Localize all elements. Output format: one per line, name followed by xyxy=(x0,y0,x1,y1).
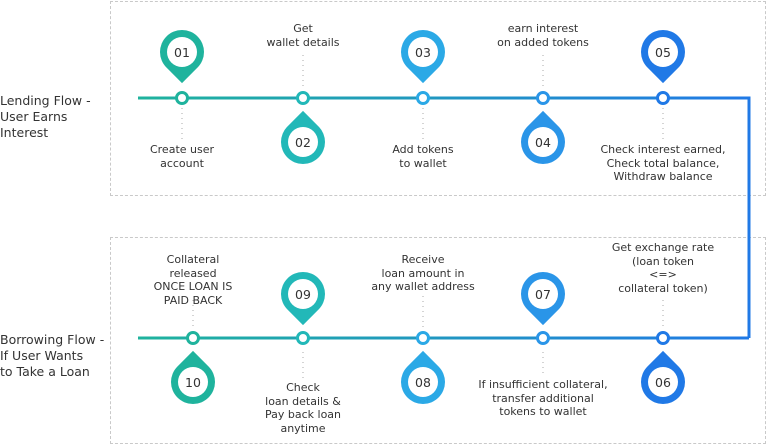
step-10-badge: 10 xyxy=(161,350,225,414)
step-01-badge: 01 xyxy=(150,20,214,84)
step-03-node xyxy=(416,91,430,105)
step-10-node xyxy=(186,331,200,345)
step-04-text: earn interest on added tokens xyxy=(497,22,589,49)
step-09-text: Check loan details & Pay back loan anyti… xyxy=(264,381,342,435)
step-08-badge: 08 xyxy=(391,350,455,414)
step-06-text: Get exchange rate (loan token <=> collat… xyxy=(611,241,715,295)
step-02-badge: 02 xyxy=(271,110,335,174)
step-08-number: 08 xyxy=(408,367,438,397)
step-06-node xyxy=(656,331,670,345)
step-06-badge: 06 xyxy=(631,350,695,414)
step-08-text: Receive loan amount in any wallet addres… xyxy=(371,253,475,293)
step-05-text: Check interest earned, Check total balan… xyxy=(600,143,726,183)
step-01-text: Create user account xyxy=(149,143,215,170)
borrowing-flow-label: Borrowing Flow - If User Wants to Take a… xyxy=(0,332,105,379)
step-07-badge: 07 xyxy=(511,262,575,326)
borrowing-panel xyxy=(110,237,766,444)
step-03-text: Add tokens to wallet xyxy=(392,143,454,170)
lending-flow-label: Lending Flow - User Earns Interest xyxy=(0,93,91,140)
step-06-number: 06 xyxy=(648,367,678,397)
step-09-node xyxy=(296,331,310,345)
step-09-badge: 09 xyxy=(271,262,335,326)
step-03-badge: 03 xyxy=(391,20,455,84)
step-07-text: If insufficient collateral, transfer add… xyxy=(478,378,608,418)
step-04-node xyxy=(536,91,550,105)
step-05-number: 05 xyxy=(648,37,678,67)
step-01-number: 01 xyxy=(167,37,197,67)
step-08-node xyxy=(416,331,430,345)
step-04-number: 04 xyxy=(528,127,558,157)
step-05-badge: 05 xyxy=(631,20,695,84)
step-02-node xyxy=(296,91,310,105)
lending-panel xyxy=(110,1,766,196)
step-03-number: 03 xyxy=(408,37,438,67)
step-07-number: 07 xyxy=(528,279,558,309)
step-02-text: Get wallet details xyxy=(266,22,340,49)
step-10-text: Collateral released ONCE LOAN IS PAID BA… xyxy=(153,253,233,307)
step-04-badge: 04 xyxy=(511,110,575,174)
step-02-number: 02 xyxy=(288,127,318,157)
step-10-number: 10 xyxy=(178,367,208,397)
step-09-number: 09 xyxy=(288,279,318,309)
step-01-node xyxy=(175,91,189,105)
step-07-node xyxy=(536,331,550,345)
step-05-node xyxy=(656,91,670,105)
